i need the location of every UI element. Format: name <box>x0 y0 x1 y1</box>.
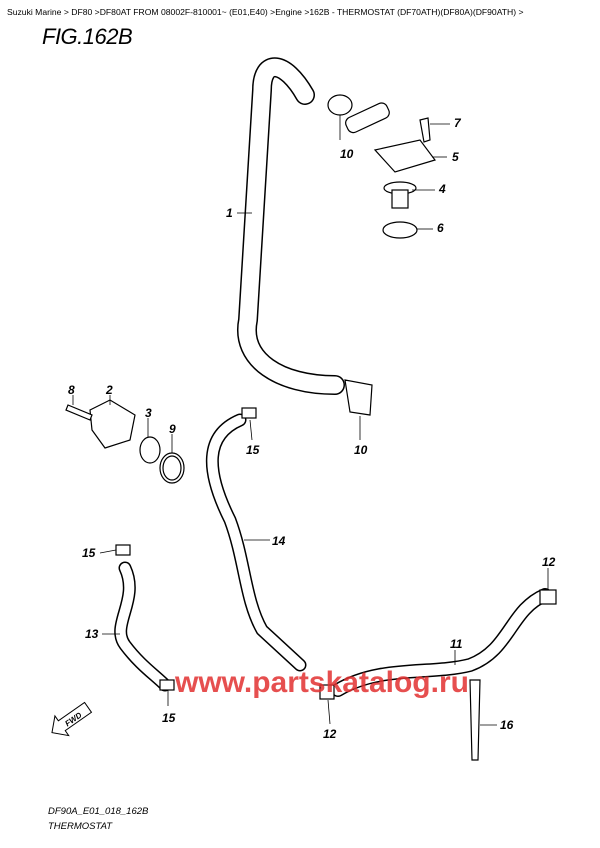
breadcrumb-separator: > <box>94 7 100 17</box>
callout-13[interactable]: 13 <box>85 627 99 641</box>
figure-title: FIG.162B <box>42 24 133 49</box>
breadcrumb-link[interactable]: DF80 <box>71 7 93 17</box>
callout-9[interactable]: 9 <box>169 422 176 436</box>
breadcrumb-link[interactable]: Engine <box>275 7 302 17</box>
footer-name: THERMOSTAT <box>48 821 113 832</box>
breadcrumb-link[interactable]: DF80AT FROM 08002F-810001~ (E01,E40) <box>99 7 268 17</box>
callout-11[interactable]: 11 <box>450 637 463 651</box>
breadcrumb-separator: > <box>304 7 310 17</box>
breadcrumb-separator: > <box>518 7 524 17</box>
seal-6[interactable] <box>382 221 418 239</box>
breadcrumb-separator: > <box>63 7 69 17</box>
callout-2[interactable]: 2 <box>105 383 113 397</box>
breadcrumb-link[interactable]: 162B - THERMOSTAT (DF70ATH)(DF80A)(DF90A… <box>309 7 517 17</box>
callout-1[interactable]: 1 <box>226 206 233 220</box>
callout-12[interactable]: 12 <box>542 555 556 569</box>
fwd-arrow-icon: FWD <box>51 701 93 737</box>
callout-6[interactable]: 6 <box>437 221 444 235</box>
thermostat-housing[interactable] <box>89 399 136 449</box>
bolt-8[interactable] <box>65 404 93 421</box>
bolt-7[interactable] <box>419 117 431 143</box>
callout-7[interactable]: 7 <box>454 116 462 130</box>
callout-3[interactable]: 3 <box>145 406 152 420</box>
callout-10[interactable]: 10 <box>354 443 368 457</box>
watermark: www.partskatalog.ru <box>174 666 469 699</box>
callout-5[interactable]: 5 <box>452 150 459 164</box>
clip-12[interactable] <box>539 589 557 605</box>
callout-15[interactable]: 15 <box>82 546 96 560</box>
clamp-10[interactable] <box>344 379 373 416</box>
footer-code: DF90A_E01_018_162B <box>48 806 149 817</box>
thermostat-3[interactable] <box>139 436 161 464</box>
cable-tie-16[interactable] <box>469 679 481 761</box>
callout-4[interactable]: 4 <box>438 182 446 196</box>
callout-12[interactable]: 12 <box>323 727 337 741</box>
callout-15[interactable]: 15 <box>246 443 260 457</box>
callout-16[interactable]: 16 <box>500 718 514 732</box>
callout-15[interactable]: 15 <box>162 711 176 725</box>
clip-15[interactable] <box>241 407 257 419</box>
clip-15[interactable] <box>159 679 175 691</box>
breadcrumb-separator: > <box>270 7 276 17</box>
breadcrumb: Suzuki Marine > DF80 >DF80AT FROM 08002F… <box>7 7 524 17</box>
callout-14[interactable]: 14 <box>272 534 286 548</box>
callout-10[interactable]: 10 <box>340 147 354 161</box>
clip-12[interactable] <box>319 684 335 700</box>
breadcrumb-link[interactable]: Suzuki Marine <box>7 7 62 17</box>
thermostat-cover[interactable] <box>373 139 436 173</box>
clip-15[interactable] <box>115 544 131 556</box>
clamp-10[interactable] <box>327 94 353 116</box>
callout-8[interactable]: 8 <box>68 383 75 397</box>
